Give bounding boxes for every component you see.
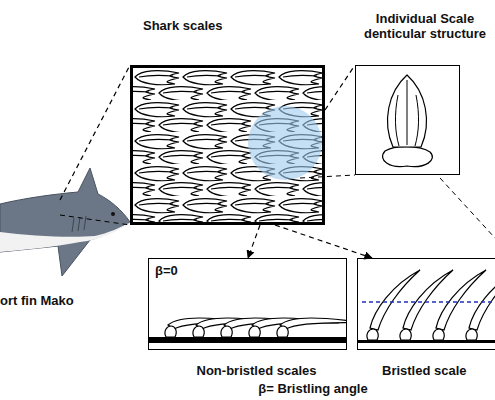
bristled-scale xyxy=(466,270,495,340)
species-name: ort fin Mako xyxy=(0,293,128,308)
panel-heading: Individual Scale denticular structure xyxy=(350,11,495,41)
denticle-box: Individual Scale denticular structure xyxy=(355,65,460,175)
zoom-line xyxy=(300,175,355,178)
zoom-line xyxy=(325,65,355,110)
shark-eye xyxy=(111,212,115,216)
profile-box: Bristled scale xyxy=(357,258,495,350)
denticle-ridges xyxy=(395,80,418,146)
flat-scale xyxy=(277,318,346,337)
bristled-scale xyxy=(367,270,420,340)
profile-box: β=0Non-bristled scales xyxy=(148,258,347,350)
shark-figure: ort fin Mako xyxy=(0,200,128,310)
bristled-scale xyxy=(400,270,453,340)
highlight-circle xyxy=(248,106,322,180)
shark-body xyxy=(0,168,130,276)
dashed-arrow xyxy=(248,225,260,258)
bristled-scale xyxy=(433,270,486,340)
panel-caption: Non-bristled scales xyxy=(149,363,364,378)
shark-belly xyxy=(0,222,130,252)
dashed-arrow xyxy=(275,225,372,258)
angle-reference-line xyxy=(362,301,495,303)
denticle-crown xyxy=(388,75,427,147)
flat-scales xyxy=(165,318,346,337)
angle-value: β=0 xyxy=(155,263,215,278)
zoom-line xyxy=(60,65,130,200)
panel-heading: Shark scales xyxy=(143,18,303,33)
panel-caption: Bristled scale xyxy=(382,363,495,378)
scale-pattern xyxy=(133,68,322,222)
denticle-base xyxy=(383,147,433,167)
skin-base xyxy=(149,337,346,343)
zoom-line xyxy=(60,215,130,225)
definition-note: β= Bristling angle xyxy=(228,381,398,396)
bristled-scales xyxy=(367,270,495,340)
scale-field-box: Shark scales xyxy=(130,65,325,225)
shark-gills xyxy=(72,216,86,232)
zoom-line xyxy=(440,178,495,238)
